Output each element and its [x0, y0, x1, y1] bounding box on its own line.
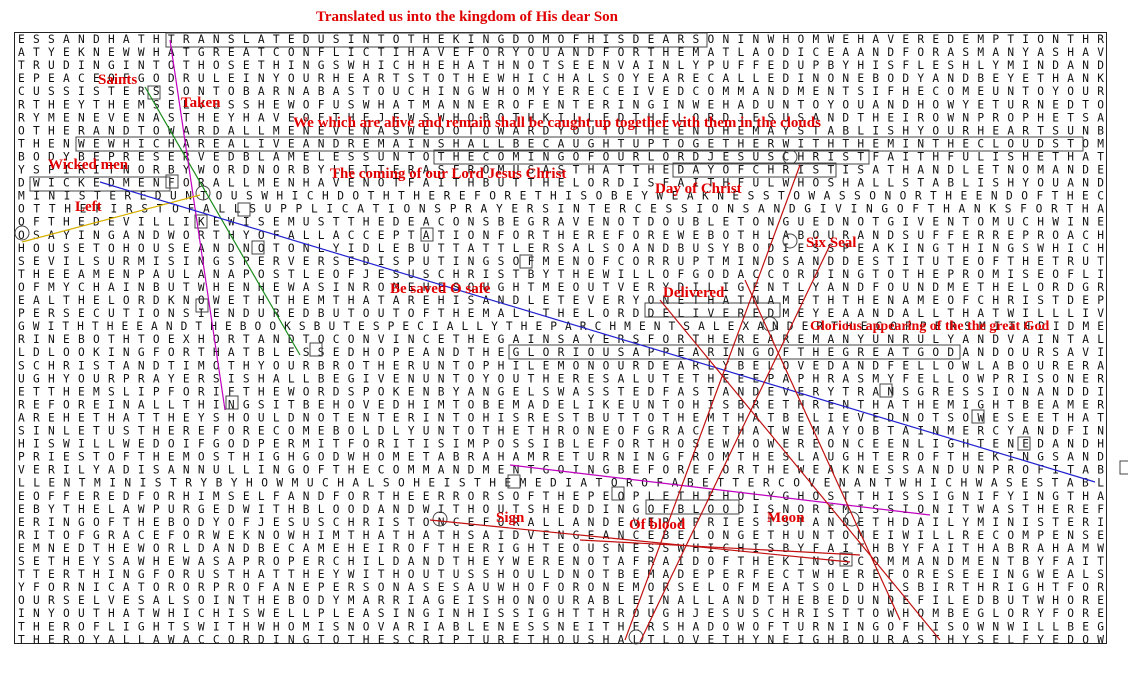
grid-row: AREHETHATTHEYSHOULDNOTENTERINTOHISRESTBU…: [18, 411, 1104, 424]
grid-row: EPEACEOFGODRULEINYOURHEARTSTOTHEWHICHALS…: [18, 72, 1104, 85]
grid-row: THEEAMENPAULANAPOSTLEOFJESUSCHRISTBYTHEW…: [18, 268, 1104, 281]
grid-row: ERINGOFTHEBODYOFJESUSCHRISTONCEFORALLAND…: [18, 516, 1104, 529]
grid-row: TRUDINGINTOTHOSETHINGSWHICHHEHATHNOTSEEN…: [18, 59, 1104, 72]
grid-row: RITOFGRACEFORWEKNOWHIMTHATHATHSAIDVENGEA…: [18, 529, 1104, 542]
label-six-seal: Six Seal: [806, 235, 857, 251]
grid-row: MINISTEREDUNTOUSWHICHDOTHTHEREFORETHISOB…: [18, 190, 1104, 203]
grid-row: EOFFEREDFORHIMSELFANDFORTHEERRORSOFTHEPE…: [18, 490, 1104, 503]
label-coming: The coming of our Lord Jesus Christ: [330, 166, 567, 182]
grid-row: BODYBEPRESERVEDBLAMELESSUNTOTHECOMINGOFO…: [18, 150, 1104, 163]
label-wicked-men: Wicked men: [48, 157, 129, 173]
grid-row: EMNEDTHEWORLDANDBECAMEHEIROFTHERIGHTEOUS…: [18, 542, 1104, 555]
grid-row: OSAYINGANDWORTHYOFALLACCEPTATIONFORTHERE…: [18, 229, 1104, 242]
grid-row: SCHRISTANDTIMOTHYOURBROTHERUNTOPHILEMONO…: [18, 359, 1104, 372]
grid-row: EALTHELORDKNOWETHTHEMTHATAREHISANDLETEVE…: [18, 294, 1104, 307]
grid-row: OFMYCHAINBUTWHENHEWASINROMEHESOUGHTMEOUT…: [18, 281, 1104, 294]
grid-row: ESSANDHATHTRANSLATEDUSINTOTHEKINGDOMOFHI…: [18, 33, 1104, 46]
label-glorious: Glorious appearing of the the great God: [810, 319, 1050, 334]
label-be-saved: Be saved O safe: [390, 281, 491, 297]
grid-row: UGHYOURPRAYERSISHALLBEGIVENUNTOYOUTHERES…: [18, 372, 1104, 385]
grid-row: SETHEYSAWHEWASAPROPERCHILDANDTHEYWERENOT…: [18, 555, 1104, 568]
label-delivered: Delivered: [663, 285, 725, 301]
grid-row: OFTHEDEVILLIKEWISEMUSTTHEDEACONSBEGRAVEN…: [18, 216, 1104, 229]
grid-row: LDLOOKINGFORTHATBLESSEDHOPEANDTHEGLORIOU…: [18, 346, 1104, 359]
label-left: Left: [75, 199, 102, 215]
grid-row: SINLETUSTHEREFORECOMEBOLDLYUNTOTHETHRONE…: [18, 425, 1104, 438]
grid-row: YFORNICATORORPROFANEPERSONASESAUWHOFORON…: [18, 581, 1104, 594]
grid-row: THENWEWHICHAREALIVEANDREMAINSHALLBECAUGH…: [18, 137, 1104, 150]
title-label: Translated us into the kingdom of His de…: [316, 9, 618, 25]
grid-row: HOUSETOHOUSEANDNOTONLYIDLEBUTTATTLERSALS…: [18, 242, 1104, 255]
label-of-blood: Of blood: [629, 517, 686, 533]
grid-row: REFOREINALLTHINGSITBEHOVEDHIMTOBEMADELIK…: [18, 398, 1104, 411]
grid-row: OURSELVESALSOINTHEBODYMARRIAGEISHONOURAB…: [18, 594, 1104, 607]
grid-row: ETTHEMSLIPFORIFTHEWORDSPOKENBYANGELSWASS…: [18, 385, 1104, 398]
grid-row: TTERTHINGFORUSTHATTHEYWITHOUTUSSHOULDNOT…: [18, 568, 1104, 581]
label-caught-up: We which are alive and remain shall be c…: [293, 115, 821, 131]
grid-row: VERILYADISANNULLINGOFTHECOMMANDMENTGOING…: [18, 464, 1104, 477]
grid-row: ATYEKNEWWHATGREATCONFLICTIHAVEFORYOUANDF…: [18, 46, 1104, 59]
grid-row: RINEBOTHTOEXHORTANDTOCONVINCETHEGAINSAYE…: [18, 333, 1104, 346]
grid-row: PRIESTOFTHEMOSTHIGHGODWHOMETABRAHAMRETUR…: [18, 451, 1104, 464]
grid-row: HISWILLWEDOIFGODPERMITFORITISIMPOSSIBLEF…: [18, 438, 1104, 451]
label-saints: Saints: [98, 72, 138, 88]
grid-row: THEROYALLAWACCORDINGTOTHESCRIPTURETHOUSH…: [18, 633, 1104, 646]
label-moon: Moon: [767, 510, 805, 526]
label-sign: Sign: [496, 510, 525, 526]
grid-row: LLENTMINISTRYBYHOWMUCHALSOHEISTHEMEDIATO…: [18, 477, 1104, 490]
grid-row: INYOUTHATWHICHISWELLPLEASINGINHISSIGHTTH…: [18, 607, 1104, 620]
label-taken: Taken: [181, 95, 221, 111]
grid-row: THEROFLIGHTSWITHWHOMISNOVARIABLENESSNEIT…: [18, 620, 1104, 633]
label-day-of-christ: Day of Christ: [655, 181, 742, 197]
grid-row: EBYTHELAWPURGEDWITHBLOODANDWITHOUTSHEDDI…: [18, 503, 1104, 516]
grid-row: OTTHEFIRSTOFALLSUPPLICATIONSPRAYERSINTER…: [18, 203, 1104, 216]
grid-row: SEVILSURMISINGSPERVERSEDISPUTINGSOFMENOF…: [18, 255, 1104, 268]
